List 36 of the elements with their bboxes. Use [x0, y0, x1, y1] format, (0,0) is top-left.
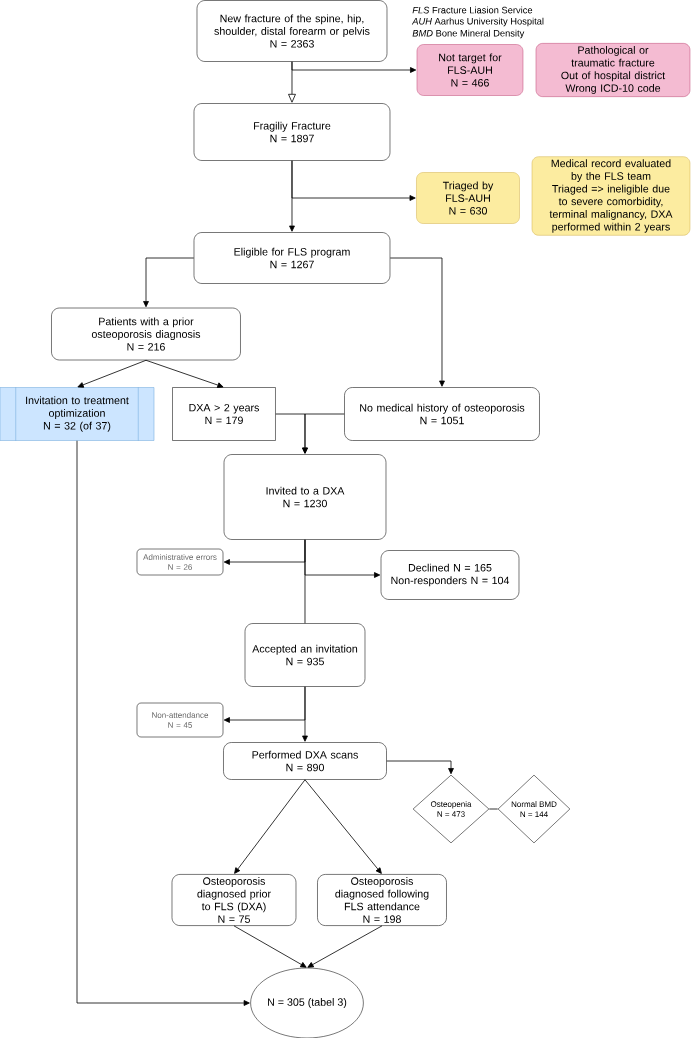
process-box: Eligible for FLS program N = 1267	[193, 232, 391, 284]
arrow	[233, 925, 307, 968]
arrow	[386, 760, 454, 775]
process-box: Performed DXA scans N = 890	[223, 742, 387, 780]
process-box: Declined N = 165 Non-responders N = 104	[380, 550, 520, 600]
exclusion-box: Not target for FLS-AUH N = 466	[416, 44, 524, 96]
arrow	[307, 925, 383, 968]
arrow	[291, 160, 416, 201]
process-box: New fracture of the spine, hip, shoulder, distal forearm or pelvis N = 2363	[196, 0, 388, 62]
process-box: DXA > 2 years N = 179	[172, 387, 276, 441]
process-box: Invited to a DXA N = 1230	[223, 454, 387, 540]
arrow	[77, 359, 147, 388]
arrow	[291, 61, 417, 73]
legend-text: BMD Bone Mineral Density	[412, 29, 525, 39]
exclusion-box: Medical record evaluated by the FLS team Triaged => ineligible due to severe comorbidity, terminal malignancy, DXA performed within 2 years	[531, 156, 691, 236]
subprocess-box: Invitation to treatment optimization N = 32 (of 37)	[0, 386, 155, 442]
legend-text: FLS Fracture Liasion Service	[412, 6, 533, 14]
exclusion-box: Non-attendance N = 45	[136, 702, 224, 738]
arrow	[145, 359, 224, 388]
arrow	[304, 779, 382, 874]
process-box: No medical history of osteoporosis N = 1051	[344, 387, 540, 441]
arrow	[302, 686, 308, 742]
exclusion-box: Triaged by FLS-AUH N = 630	[416, 172, 520, 224]
arrow	[76, 440, 250, 1006]
process-box: Osteoporosis diagnosed following FLS attendance N = 198	[317, 874, 447, 926]
process-box: Fragiliy Fracture N = 1897	[193, 103, 391, 161]
legend-text: AUH Aarhus University Hospital	[411, 17, 544, 27]
exclusion-box: Pathological or traumatic fracture Out of hospital district Wrong ICD-10 code	[535, 43, 691, 97]
arrow	[143, 257, 195, 308]
arrow	[389, 257, 445, 387]
process-box: Patients with a prior osteoporosis diagnosis N = 216	[51, 307, 241, 361]
process-box: Osteoporosis diagnosed prior to FLS (DXA) N = 75	[171, 874, 297, 926]
exclusion-box: Administrative errors N = 26	[136, 548, 224, 576]
arrow	[302, 413, 345, 454]
process-box: Accepted an invitation N = 935	[244, 623, 366, 687]
arrow	[234, 779, 306, 874]
